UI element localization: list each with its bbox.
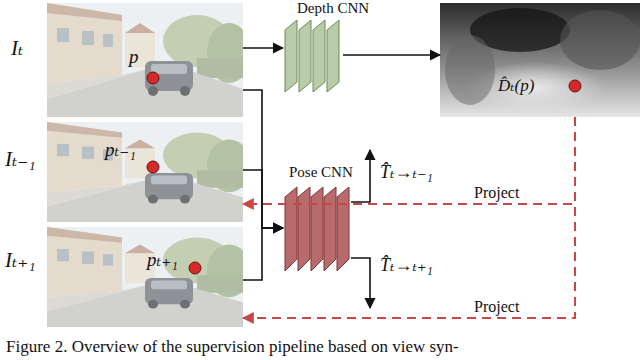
data-flow-arrow [243,228,283,280]
image-label: Iₜ [11,37,23,60]
cnn-block: Pose CNN [283,183,351,273]
network-name: Pose CNN [289,164,353,181]
figure-caption: Figure 2. Overview of the supervision pi… [6,338,459,357]
network-name: Depth CNN [297,0,369,17]
edge-label: Project [472,184,521,202]
image-label: Iₜ₋₁ [5,148,36,171]
image-frame: Iₜ₊₁pₜ₊₁ [47,227,243,327]
depth-label: D̂ₜ(p) [498,77,534,96]
projection-arrow [243,117,575,204]
edge-label: Project [472,298,521,316]
image-frame: Iₜp [47,3,243,117]
cnn-block: Depth CNN [283,18,343,94]
pose-output-label: T̂ₜ→ₜ₊₁ [380,256,433,276]
point-label: p [129,47,139,68]
pose-output-label: T̂ₜ→ₜ₋₁ [380,163,433,183]
depth-map: D̂ₜ(p) [440,3,640,117]
image-frame: Iₜ₋₁pₜ₋₁ [47,122,243,222]
data-flow-arrow [243,170,283,228]
point-label: pₜ₋₁ [105,140,136,161]
image-label: Iₜ₊₁ [5,249,36,272]
data-flow-arrow [243,90,283,228]
data-flow-arrow [343,54,440,56]
point-label: pₜ₊₁ [147,250,178,271]
data-flow-arrow [243,47,283,49]
projection-arrow [243,117,575,318]
